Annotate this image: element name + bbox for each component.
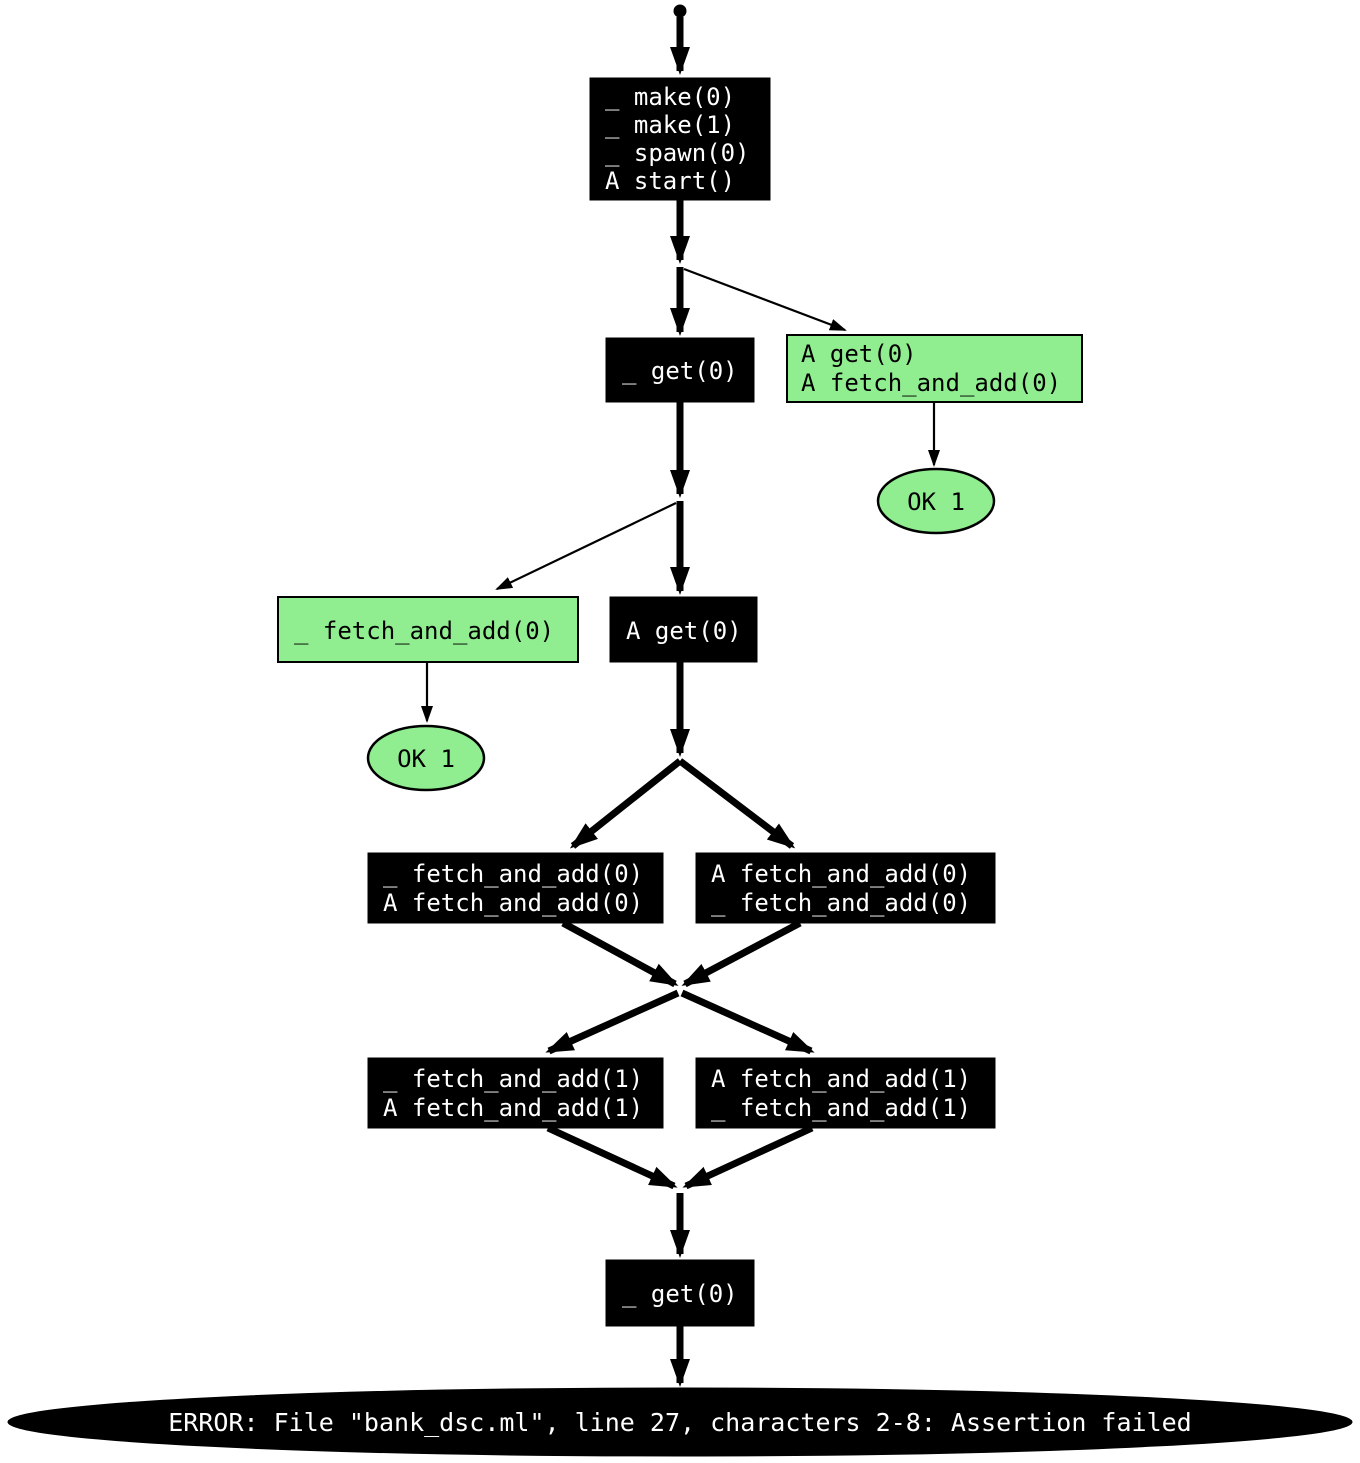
node-init-line-4: A start() [605, 167, 735, 195]
node-error-label: ERROR: File "bank_dsc.ml", line 27, char… [168, 1408, 1192, 1437]
node-init-line-1: _ make(0) [605, 83, 735, 111]
node-interleave0-right-line-2: _ fetch_and_add(0) [711, 889, 971, 917]
node-branch-a-line-2: A fetch_and_add(0) [801, 369, 1061, 397]
edge-split-to-interleave0-left [569, 758, 683, 849]
start-point-node [673, 4, 687, 18]
node-final-get0-box [605, 1259, 755, 1327]
node-interleave1-right-line-1: A fetch_and_add(1) [711, 1065, 971, 1093]
node-ok-right: OK 1 [876, 467, 996, 535]
node-main-a-get0-label: A get(0) [626, 617, 742, 645]
node-main-a-get0: A get(0) [609, 596, 758, 663]
node-init-line-3: _ spawn(0) [605, 139, 750, 167]
node-interleave0-left-line-1: _ fetch_and_add(0) [383, 860, 643, 888]
edge-junction2-to-branch-faa0 [495, 502, 677, 590]
edge-interleave1-left-to-merge [546, 1124, 678, 1190]
node-branch-a-line-1: A get(0) [801, 340, 917, 368]
edge-split-to-interleave0-right [677, 758, 796, 849]
edges [421, 17, 940, 1387]
node-branch-faa0-box [277, 596, 579, 663]
node-interleave1-left-line-2: A fetch_and_add(1) [383, 1094, 643, 1122]
edge-interleave0-left-to-cross [561, 919, 679, 988]
node-interleave0-right-line-1: A fetch_and_add(0) [711, 860, 971, 888]
edge-cross-to-interleave1-right [680, 989, 815, 1055]
node-error: ERROR: File "bank_dsc.ml", line 27, char… [7, 1387, 1353, 1457]
node-error-ellipse [7, 1387, 1353, 1457]
nodes: _ make(0) _ make(1) _ spawn(0) A start()… [7, 4, 1353, 1457]
node-final-get0: _ get(0) [605, 1259, 755, 1327]
node-interleave0-left-line-2: A fetch_and_add(0) [383, 889, 643, 917]
node-branch-a-get0-faa0-box [786, 334, 1083, 403]
node-branch-faa0-label: _ fetch_and_add(0) [294, 617, 554, 645]
node-branch-a-get0-faa0: A get(0) A fetch_and_add(0) [786, 334, 1083, 403]
node-branch-faa0: _ fetch_and_add(0) [277, 596, 579, 663]
node-interleave1-right-line-2: _ fetch_and_add(1) [711, 1094, 971, 1122]
edge-junction1-to-branch-a [683, 267, 847, 332]
node-interleave0-right-box [695, 852, 996, 924]
node-interleave0-left-box [367, 852, 664, 924]
node-main-get0-box [605, 337, 755, 403]
node-init: _ make(0) _ make(1) _ spawn(0) A start() [589, 77, 771, 201]
edge-interleave0-right-to-cross [681, 919, 802, 988]
node-final-get0-label: _ get(0) [622, 1280, 738, 1308]
node-interleave1-left: _ fetch_and_add(1) A fetch_and_add(1) [367, 1057, 664, 1129]
node-init-box [589, 77, 771, 201]
node-ok-left-label: OK 1 [397, 745, 455, 773]
node-interleave1-right-box [695, 1057, 996, 1129]
edge-interleave1-right-to-merge [682, 1124, 814, 1190]
node-main-get0-label: _ get(0) [622, 357, 738, 385]
node-interleave1-left-box [367, 1057, 664, 1129]
edge-cross-to-interleave1-left [545, 989, 680, 1055]
node-interleave1-left-line-1: _ fetch_and_add(1) [383, 1065, 643, 1093]
node-ok-right-label: OK 1 [907, 488, 965, 516]
node-ok-right-ellipse [876, 467, 996, 535]
node-init-line-2: _ make(1) [605, 111, 735, 139]
node-main-get0: _ get(0) [605, 337, 755, 403]
node-ok-left-ellipse [366, 724, 486, 792]
node-ok-left: OK 1 [366, 724, 486, 792]
node-main-a-get0-box [609, 596, 758, 663]
node-interleave0-right: A fetch_and_add(0) _ fetch_and_add(0) [695, 852, 996, 924]
node-interleave0-left: _ fetch_and_add(0) A fetch_and_add(0) [367, 852, 664, 924]
node-interleave1-right: A fetch_and_add(1) _ fetch_and_add(1) [695, 1057, 996, 1129]
